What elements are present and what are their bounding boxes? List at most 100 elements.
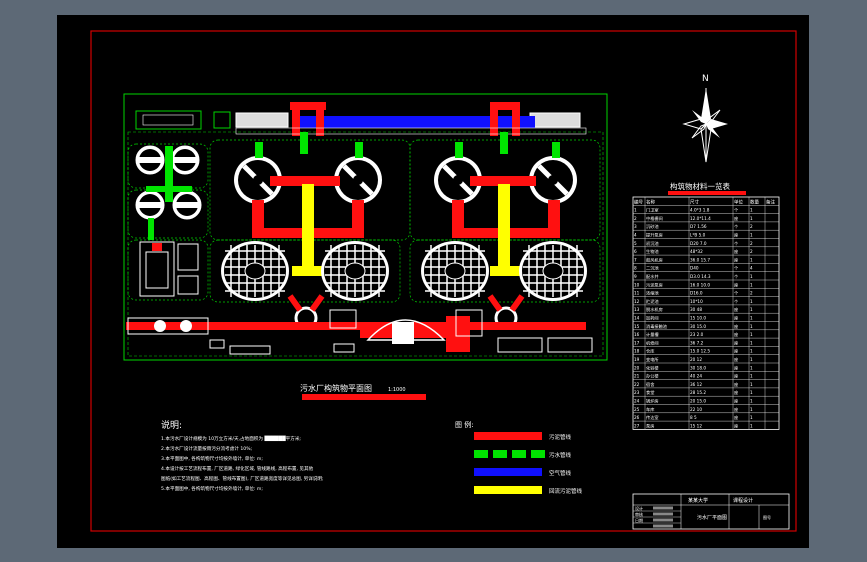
- table-cell: 个: [734, 291, 739, 296]
- sludge-drop-right-2: [512, 108, 520, 136]
- table-header-cell: 数量: [750, 198, 759, 205]
- sludge-drop-left: [292, 108, 300, 136]
- title-block: 某某大学课程设计污水厂平面图设计审核日期图号: [632, 493, 790, 530]
- legend-swatch-segment: [512, 450, 526, 458]
- table-cell: 1: [750, 423, 753, 428]
- water-pipe-stub-2: [355, 142, 363, 158]
- table-cell: 1: [634, 208, 637, 213]
- sludge-diag-3: [487, 294, 503, 312]
- return-pipe-h2: [490, 266, 520, 276]
- table-cell: 化验楼: [646, 364, 659, 371]
- aeration-basin-1: [221, 241, 289, 301]
- table-cell: 6: [634, 249, 637, 254]
- legend-item-1: 污泥管线: [474, 432, 572, 441]
- title-block-school: 某某大学: [688, 497, 708, 504]
- title-block-date: 日期: [635, 517, 643, 523]
- table-cell: 22 10: [690, 407, 702, 412]
- building-bottom-3: [497, 337, 543, 353]
- table-cell: 1: [750, 324, 753, 329]
- table-header-cell: 尺寸: [690, 198, 699, 205]
- table-cell: 座: [734, 356, 738, 363]
- water-pipe-a: [300, 132, 308, 154]
- table-cell: 3: [634, 224, 637, 229]
- notes-line-1: 1.本污水厂设计规模为 10万立方米/天,占地面积为 ██████平方米;: [161, 435, 301, 442]
- table-cell: 座: [734, 348, 738, 355]
- table-cell: 20: [634, 365, 640, 370]
- title-block-drawing-name: 污水厂平面图: [697, 514, 727, 521]
- drawing-title: 污水厂构筑物平面图: [300, 383, 372, 393]
- table-cell: 14: [634, 316, 640, 321]
- legend-swatch-segment: [493, 450, 507, 458]
- notes-heading: 说明:: [161, 419, 182, 431]
- pipe-gallery: [235, 127, 587, 135]
- table-cell: 25: [634, 407, 640, 412]
- table-cell: 1: [750, 399, 753, 404]
- table-cell: 锅炉房: [646, 398, 659, 405]
- table-cell: 2: [750, 291, 753, 296]
- table-cell: 座: [734, 381, 738, 388]
- primary-clarifier-2: [334, 156, 382, 204]
- table-cell: 变电所: [646, 356, 659, 363]
- table-cell: 23: [634, 390, 640, 395]
- table-cell: 1: [750, 216, 753, 221]
- title-block-signature: [653, 512, 673, 516]
- table-cell: 7: [634, 257, 637, 262]
- table-cell: 加药间: [646, 315, 659, 322]
- table-cell: 2: [634, 216, 637, 221]
- water-pipe-grit: [165, 146, 173, 202]
- table-cell: 座: [734, 232, 738, 239]
- sludge-top-right: [490, 102, 520, 110]
- table-cell: 2: [750, 249, 753, 254]
- legend-swatch-segment: [474, 450, 488, 458]
- water-pipe-stub-3: [455, 142, 463, 158]
- table-cell: 贮泥池: [646, 298, 659, 305]
- table-cell: 15.0 12.5: [690, 349, 710, 354]
- table-cell: 1: [750, 349, 753, 354]
- table-cell: 21: [634, 374, 640, 379]
- table-cell: 中格栅间: [646, 215, 663, 222]
- table-cell: 座: [734, 248, 738, 255]
- table-cell: 座: [734, 389, 738, 396]
- notes-line-6: 5.本平面图中, 各构筑物尺寸均按外墙计, 单位: m;: [161, 485, 263, 492]
- sludge-diag-2: [309, 294, 325, 312]
- table-cell: 1: [750, 357, 753, 362]
- notes-line-2: 2.本污水厂设计流量按雨污分流考虑计 10%;: [161, 445, 253, 452]
- table-cell: 40 24: [690, 374, 702, 379]
- blower-room: [177, 243, 199, 271]
- legend-swatch-segment: [531, 450, 545, 458]
- water-pipe-grit-h: [146, 186, 192, 192]
- primary-clarifier-3: [434, 156, 482, 204]
- table-cell: 座: [734, 315, 738, 322]
- notes-line-5: 图纸(如工艺流程图、高程图、管线布置图), 厂区道路宽度等详见总图, 另详说明;: [161, 475, 324, 482]
- building-bottom-1: [229, 345, 271, 355]
- table-cell: 个: [734, 241, 739, 246]
- table-cell: D16.0: [690, 291, 703, 296]
- grit-chamber-2: [170, 145, 200, 175]
- building-bottom-5: [455, 309, 483, 337]
- table-cell: 12.0*11.4: [690, 216, 711, 221]
- sludge-top-left: [290, 102, 326, 110]
- sludge-pipe-v1: [252, 200, 264, 230]
- sludge-pipe-v4: [548, 200, 560, 230]
- building-long-a: [235, 112, 289, 128]
- table-cell: 个: [734, 274, 739, 279]
- table-cell: 座: [734, 398, 738, 405]
- table-cell: 17: [634, 340, 640, 345]
- table-cell: 4.0*3 1.8: [690, 208, 710, 213]
